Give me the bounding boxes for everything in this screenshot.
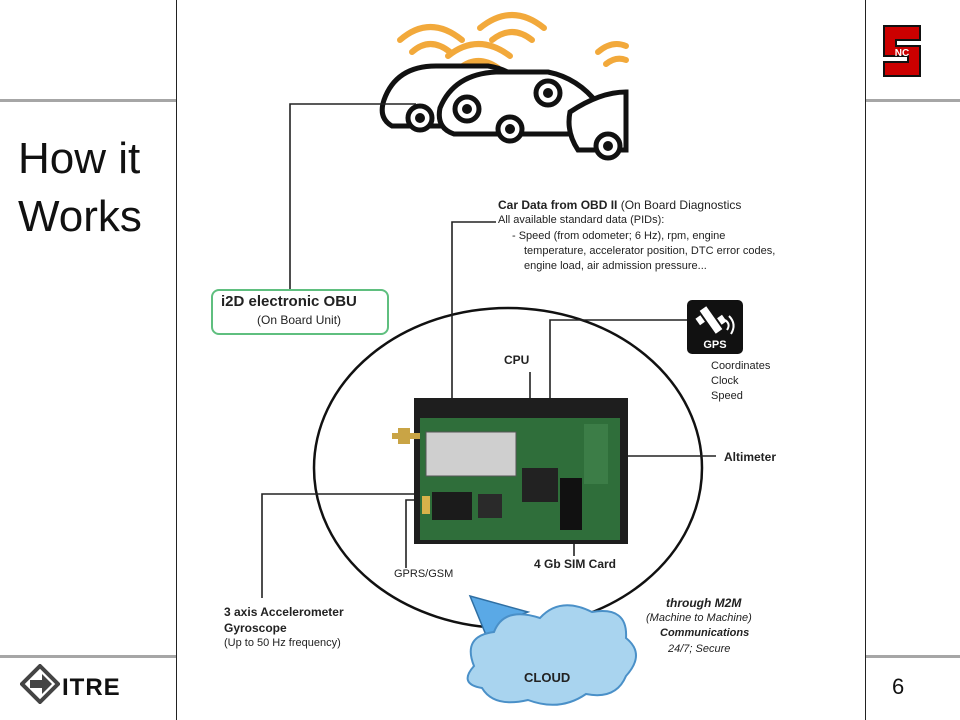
sim-card-label: 4 Gb SIM Card bbox=[534, 557, 617, 571]
accelerometer-line-3: (Up to 50 Hz frequency) bbox=[224, 637, 341, 649]
page-number: 6 bbox=[892, 674, 905, 699]
car-data-line-4: temperature, accelerator position, DTC e… bbox=[524, 245, 776, 257]
cloud-label: CLOUD bbox=[524, 670, 571, 685]
bottom-rule-right bbox=[864, 655, 960, 658]
cpu-label: CPU bbox=[504, 353, 530, 367]
obu-callout: i2D electronic OBU (On Board Unit) bbox=[211, 289, 389, 335]
top-rule-left bbox=[0, 99, 176, 102]
slide-title: How it Works bbox=[18, 130, 178, 246]
cars-icon bbox=[379, 63, 629, 161]
bottom-rule-left bbox=[0, 655, 176, 658]
car-data-title-bold: Car Data from OBD II bbox=[498, 198, 618, 212]
m2m-line-1: through M2M bbox=[666, 596, 742, 610]
accelerometer-line-1: 3 axis Accelerometer bbox=[224, 605, 344, 619]
gps-icon: GPS bbox=[687, 300, 743, 354]
gps-clock: Clock bbox=[711, 375, 739, 387]
accelerometer-line-2: Gyroscope bbox=[224, 621, 287, 635]
diagram-graphics bbox=[261, 12, 716, 706]
gps-coordinates: Coordinates bbox=[711, 360, 771, 372]
car-data-line-5: engine load, air admission pressure... bbox=[524, 260, 707, 272]
m2m-line-2: (Machine to Machine) bbox=[646, 612, 752, 624]
nc-logo-text: NC bbox=[895, 48, 909, 59]
title-line-1: How it bbox=[18, 134, 141, 183]
nc-state-logo: NC bbox=[878, 22, 926, 80]
gps-speed: Speed bbox=[711, 390, 743, 402]
circuit-board-image bbox=[392, 398, 628, 544]
car-data-title-suffix: (On Board Diagnostics bbox=[620, 198, 742, 212]
car-data-line-3: - Speed (from odometer; 6 Hz), rpm, engi… bbox=[512, 230, 726, 242]
title-line-2: Works bbox=[18, 192, 142, 241]
itre-logo-text: ITRE bbox=[62, 674, 121, 701]
cloud-icon bbox=[466, 604, 637, 706]
top-rule-right bbox=[864, 99, 960, 102]
obu-title: i2D electronic OBU bbox=[221, 293, 357, 310]
altimeter-label: Altimeter bbox=[724, 450, 777, 464]
wifi-icon bbox=[397, 12, 629, 71]
m2m-line-4: 24/7; Secure bbox=[668, 643, 731, 655]
car-data-title: Car Data from OBD II (On Board Diagnosti… bbox=[498, 198, 741, 212]
obu-subtitle: (On Board Unit) bbox=[257, 313, 342, 327]
gps-icon-label: GPS bbox=[703, 339, 727, 351]
car-data-line-2: All available standard data (PIDs): bbox=[498, 214, 665, 226]
gprs-label: GPRS/GSM bbox=[394, 568, 454, 580]
itre-logo-icon bbox=[19, 663, 61, 705]
m2m-line-3: Communications bbox=[660, 627, 750, 639]
